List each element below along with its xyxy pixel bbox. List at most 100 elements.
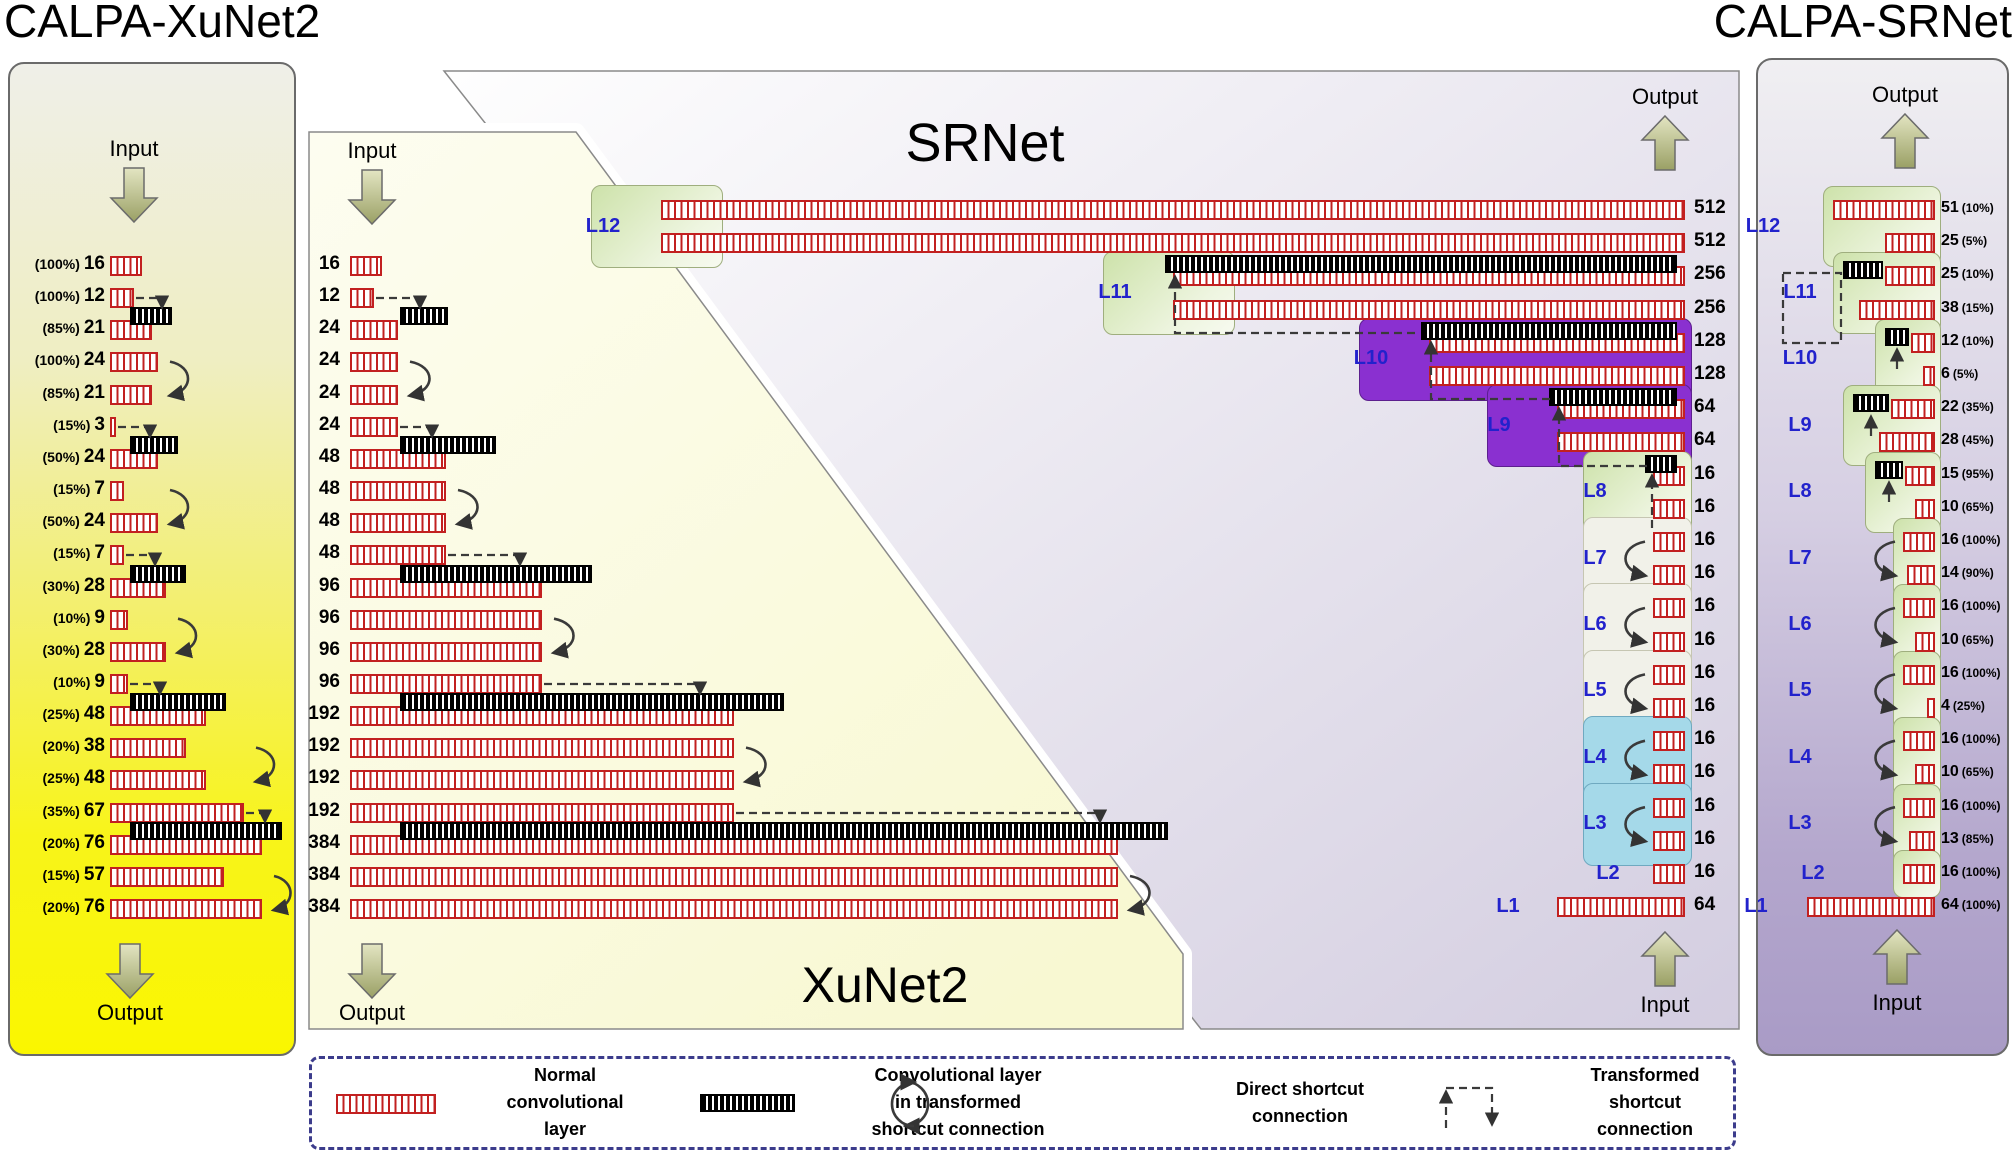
row-label: (15%)7: [4, 542, 105, 564]
normal-conv-bar: [110, 641, 166, 662]
row-label: 22(35%): [1941, 398, 2015, 416]
row-pct: (35%): [42, 802, 80, 819]
normal-conv-bar: [350, 738, 734, 759]
layer-label-L4: L4: [1788, 745, 1812, 768]
layer-label-L7: L7: [1583, 546, 1607, 569]
title-calpa-xunet2: CALPA-XuNet2: [4, 0, 321, 47]
row-label: 16: [1694, 662, 1754, 684]
normal-conv-bar: [110, 416, 116, 437]
row-channels: 192: [308, 735, 340, 757]
row-channels: 25: [1941, 232, 1959, 250]
io-label: Output: [338, 1000, 406, 1025]
row-channels: 6: [1941, 365, 1950, 382]
row-pct: (25%): [42, 770, 80, 787]
row-pct: (15%): [53, 545, 91, 562]
row-pct: (35%): [1961, 400, 1994, 415]
row-channels: 64: [1941, 896, 1959, 914]
io-label: Input: [109, 136, 159, 161]
row-channels: 384: [308, 896, 340, 917]
transformed-shortcut-conv-bar: [400, 435, 496, 454]
row-label: 16: [1694, 828, 1754, 850]
direct-shortcut-connection: [406, 360, 431, 402]
normal-conv-bar: [350, 481, 446, 502]
normal-conv-bar: [661, 233, 1685, 254]
row-channels: 4: [1941, 697, 1950, 714]
row-channels: 384: [308, 863, 340, 885]
row-label: 96: [278, 607, 340, 629]
row-pct: (90%): [1961, 566, 1994, 581]
row-channels: 38: [83, 735, 105, 757]
row-pct: (100%): [34, 288, 80, 305]
row-pct: (15%): [53, 481, 91, 498]
row-pct: (25%): [1952, 699, 1985, 713]
io-arrow-down: [347, 943, 397, 1000]
row-channels: 16: [1941, 531, 1959, 548]
row-label: 24: [278, 414, 340, 436]
row-pct: (20%): [42, 899, 80, 915]
row-label: (35%)67: [4, 800, 106, 822]
row-label: (15%)3: [4, 414, 105, 436]
transformed-shortcut-connection: [376, 295, 428, 310]
row-label: 16(100%): [1941, 863, 2015, 881]
normal-conv-bar: [1915, 764, 1935, 785]
row-channels: 21: [83, 381, 105, 403]
io-label: Input: [347, 138, 397, 163]
layer-label-L10: L10: [1782, 347, 1818, 370]
row-channels: 51: [1941, 199, 1959, 216]
row-label: (30%)28: [4, 575, 106, 597]
row-pct: (100%): [1961, 898, 2001, 913]
row-label: 384: [278, 832, 340, 854]
legend-line: convolutional: [506, 1092, 624, 1112]
row-label: 384: [278, 864, 340, 886]
row-label: 14(90%): [1941, 564, 2015, 582]
row-channels: 16: [1694, 761, 1716, 783]
normal-conv-bar: [110, 899, 262, 919]
transformed-shortcut-connection: [544, 681, 708, 696]
row-channels: 96: [318, 670, 340, 692]
row-label: 48: [278, 478, 340, 500]
row-pct: (15%): [53, 416, 91, 433]
row-label: 16: [1694, 529, 1754, 551]
normal-conv-bar: [110, 802, 244, 823]
row-channels: 24: [318, 317, 340, 339]
row-channels: 14: [1941, 564, 1959, 582]
row-channels: 13: [1941, 829, 1959, 847]
normal-conv-bar: [110, 770, 206, 791]
row-channels: 21: [83, 317, 105, 339]
io-label: Input: [1872, 990, 1922, 1015]
direct-shortcut-connection: [454, 488, 479, 530]
legend-line: connection: [1251, 1106, 1348, 1126]
row-pct: (85%): [42, 320, 80, 337]
row-pct: (20%): [42, 738, 80, 755]
legend-line: Convolutional layer: [874, 1065, 1042, 1085]
row-label: 38(15%): [1941, 299, 2015, 317]
normal-conv-bar: [110, 738, 186, 759]
row-label: 51(10%): [1941, 199, 2015, 217]
row-channels: 192: [308, 703, 340, 725]
transformed-shortcut-conv-bar: [130, 435, 178, 454]
row-label: (50%)24: [4, 510, 106, 532]
normal-conv-bar: [1653, 598, 1685, 619]
normal-conv-bar: [1903, 797, 1935, 818]
row-channels: 10: [1941, 630, 1959, 648]
row-label: (25%)48: [4, 703, 106, 725]
row-label: 16: [1694, 496, 1754, 518]
row-channels: 16: [1694, 495, 1716, 517]
layer-label-L4: L4: [1583, 745, 1607, 768]
normal-conv-bar: [350, 288, 374, 309]
row-label: 15(95%): [1941, 465, 2015, 483]
normal-conv-bar: [1653, 797, 1685, 818]
io-label: Output: [1871, 82, 1939, 107]
row-label: 16(100%): [1941, 531, 2015, 549]
row-pct: (50%): [42, 513, 80, 530]
row-channels: 12: [1941, 331, 1959, 349]
normal-conv-bar: [350, 545, 446, 566]
row-label: (20%)38: [4, 735, 106, 757]
normal-conv-bar: [1907, 565, 1935, 586]
row-channels: 48: [318, 445, 340, 467]
normal-conv-bar: [1909, 830, 1935, 851]
normal-conv-bar: [1557, 897, 1685, 918]
normal-conv-bar: [110, 481, 124, 502]
normal-conv-bar: [1923, 366, 1935, 386]
